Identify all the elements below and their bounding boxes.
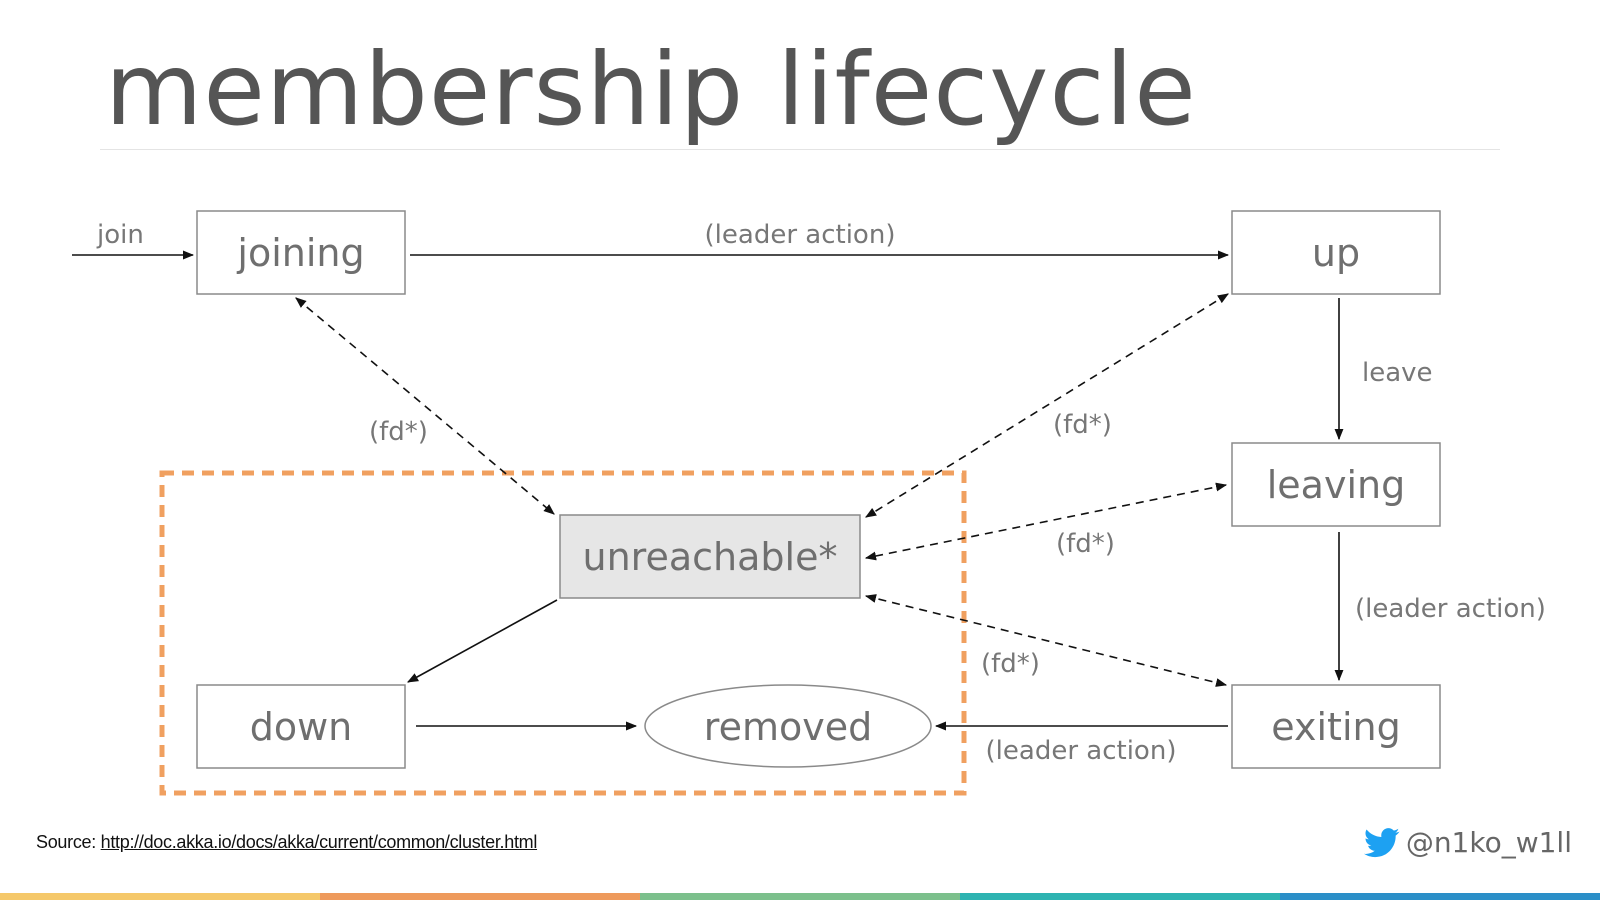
node-unreachable-label: unreachable*: [583, 535, 838, 579]
edge-label-joining-to-up: (leader action): [705, 220, 896, 250]
node-joining-label: joining: [236, 231, 364, 275]
node-up-label: up: [1312, 231, 1360, 275]
node-removed: removed: [644, 684, 932, 768]
twitter-handle-text[interactable]: @n1ko_w1ll: [1405, 826, 1572, 859]
color-bar-segment-1: [0, 893, 320, 900]
edge-exiting-unreachable: [864, 594, 1228, 687]
node-leaving: leaving: [1231, 442, 1441, 527]
title-divider: [100, 149, 1500, 150]
node-down: down: [196, 684, 406, 769]
color-bar-segment-5: [1280, 893, 1600, 900]
edge-unreachable-to-down: [407, 599, 558, 683]
edge-joining-unreachable: [295, 297, 555, 515]
slide-title: membership lifecycle: [105, 31, 1197, 148]
node-down-label: down: [250, 705, 353, 749]
edge-label-join: join: [96, 220, 144, 250]
edge-label-joining-unreachable: (fd*): [369, 417, 428, 447]
footer-source: Source: http://doc.akka.io/docs/akka/cur…: [36, 832, 537, 853]
edge-up-unreachable: [865, 293, 1229, 518]
node-exiting: exiting: [1231, 684, 1441, 769]
node-removed-label: removed: [704, 705, 872, 749]
edge-label-up-to-leaving: leave: [1362, 358, 1433, 388]
edge-label-exiting-to-removed: (leader action): [986, 736, 1177, 766]
node-leaving-label: leaving: [1267, 463, 1405, 507]
edge-label-leaving-to-exiting: (leader action): [1355, 594, 1546, 624]
node-joining: joining: [196, 210, 406, 295]
edge-leaving-unreachable: [864, 482, 1228, 561]
source-link[interactable]: http://doc.akka.io/docs/akka/current/com…: [100, 832, 538, 852]
color-bar-segment-2: [320, 893, 640, 900]
twitter-bird-icon: [1363, 827, 1400, 857]
node-exiting-label: exiting: [1271, 705, 1400, 749]
color-bar-segment-3: [640, 893, 960, 900]
source-prefix: Source:: [36, 832, 96, 852]
node-up: up: [1231, 210, 1441, 295]
edge-label-leaving-unreachable: (fd*): [1056, 529, 1115, 559]
footer-color-bar: [0, 893, 1600, 900]
edge-label-up-unreachable: (fd*): [1053, 410, 1112, 440]
color-bar-segment-4: [960, 893, 1280, 900]
twitter-handle: @n1ko_w1ll: [1363, 826, 1572, 859]
node-unreachable: unreachable*: [559, 514, 861, 599]
edge-label-exiting-unreachable: (fd*): [981, 649, 1040, 679]
